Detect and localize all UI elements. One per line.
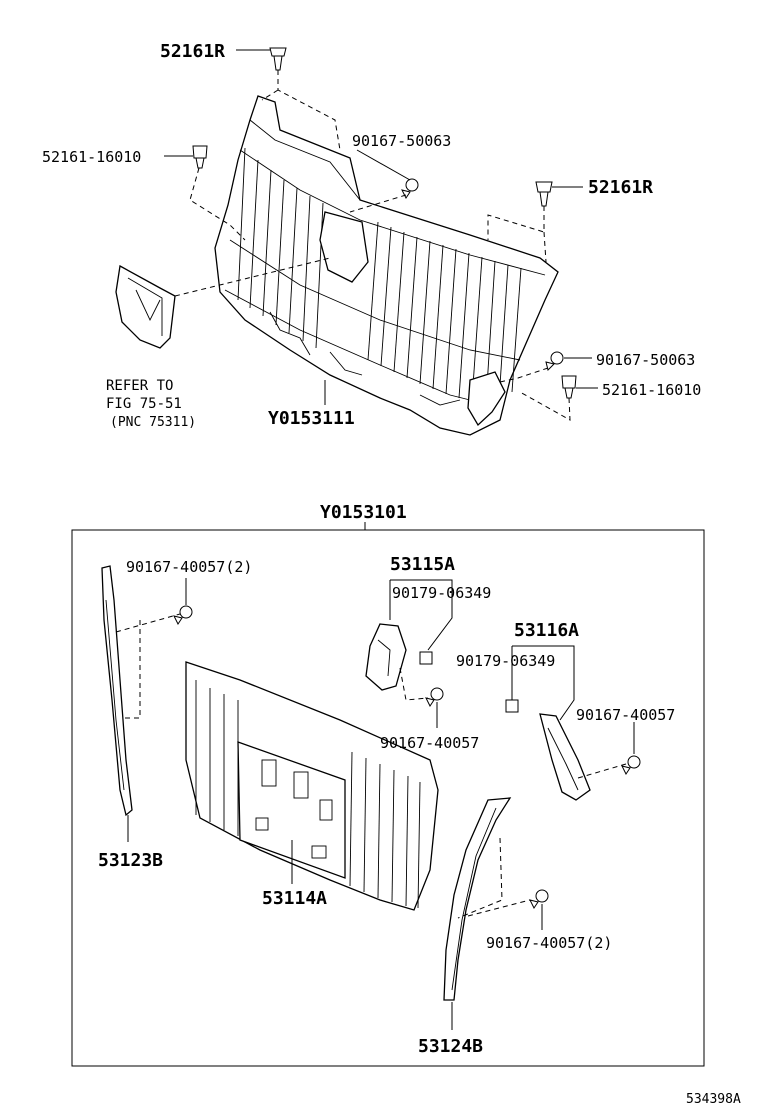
upper-leader-lines xyxy=(164,49,598,421)
label-53124B: 53124B xyxy=(418,1036,483,1057)
upper-grille-assembly xyxy=(214,95,559,436)
grille-53114A xyxy=(185,661,439,911)
bolt-icon-40057-right xyxy=(621,755,641,775)
label-52161-16010-right: 52161-16010 xyxy=(602,381,701,399)
refer-text-line3: (PNC 75311) xyxy=(110,415,196,430)
label-53115A: 53115A xyxy=(390,554,455,575)
bolt-icon-40057-mid xyxy=(425,687,444,707)
grille-ornament-refer-part xyxy=(115,257,331,349)
label-90167-50063-right: 90167-50063 xyxy=(596,351,695,369)
label-53116A: 53116A xyxy=(514,620,579,641)
label-90167-50063-top: 90167-50063 xyxy=(352,132,451,150)
assembly-label-Y0153111: Y0153111 xyxy=(268,408,355,429)
box-label-Y0153101: Y0153101 xyxy=(320,502,407,523)
label-90167-40057-2-top: 90167-40057(2) xyxy=(126,558,252,576)
molding-53123B xyxy=(101,565,133,817)
clip-icon-52161R-top xyxy=(269,47,287,71)
kit-box xyxy=(71,529,705,1067)
label-90167-40057-right: 90167-40057 xyxy=(576,706,675,724)
label-90167-40057-mid: 90167-40057 xyxy=(380,734,479,752)
nut-icon-06349-a xyxy=(419,651,433,665)
refer-text-line1: REFER TO xyxy=(106,378,173,394)
bolt-icon-40057-top-left xyxy=(173,605,193,625)
label-53114A: 53114A xyxy=(262,888,327,909)
label-90179-06349-b: 90179-06349 xyxy=(456,652,555,670)
label-90167-40057-2-bottom: 90167-40057(2) xyxy=(486,934,612,952)
bolt-icon-40057-bottom xyxy=(529,889,549,909)
diagram-code: 534398A xyxy=(686,1092,741,1107)
clip-icon-52161-16010-left xyxy=(192,145,208,169)
label-52161R-top: 52161R xyxy=(160,41,225,62)
molding-53124B xyxy=(443,797,512,1001)
clip-icon-52161R-right xyxy=(535,181,553,207)
clip-icon-52161-16010-right xyxy=(561,375,577,399)
label-52161R-right: 52161R xyxy=(588,177,653,198)
bolt-icon-90167-50063-top xyxy=(401,178,419,199)
label-90179-06349-a: 90179-06349 xyxy=(392,584,491,602)
bracket-53116A xyxy=(539,713,591,801)
bolt-icon-90167-50063-right xyxy=(545,351,564,371)
bracket-53115A xyxy=(365,623,407,691)
nut-icon-06349-b xyxy=(505,699,519,713)
label-52161-16010-left: 52161-16010 xyxy=(42,148,141,166)
label-53123B: 53123B xyxy=(98,850,163,871)
refer-text-line2: FIG 75-51 xyxy=(106,396,182,412)
